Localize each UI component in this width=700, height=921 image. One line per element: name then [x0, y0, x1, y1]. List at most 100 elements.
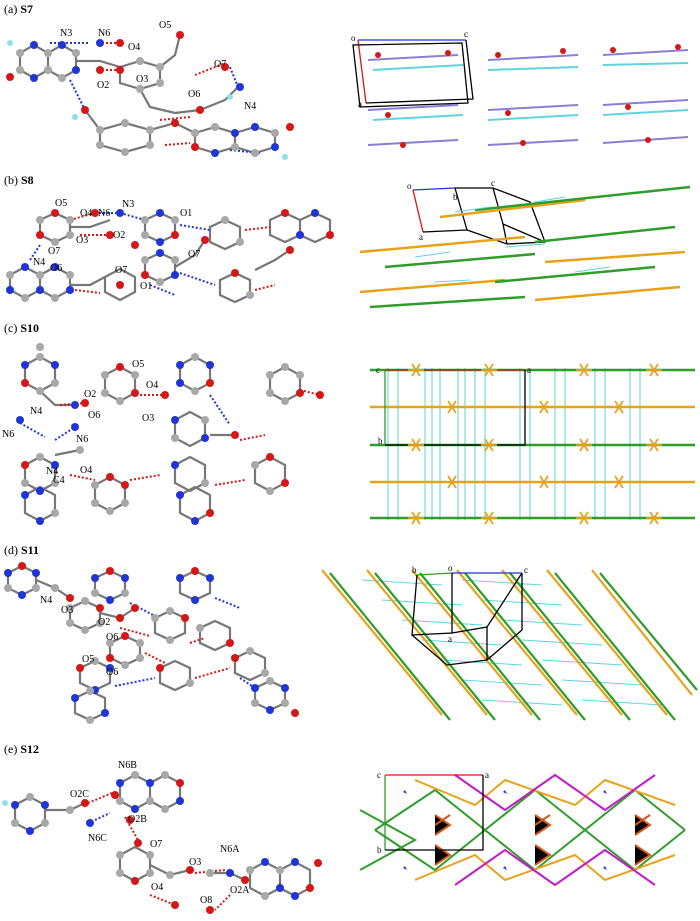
panel-label: (e) S12 — [4, 742, 39, 756]
panel-b: (b) S8 — [0, 170, 700, 320]
atom-label: N6 — [98, 28, 110, 39]
atom-label: O2 — [98, 617, 110, 628]
atom-label: O2C — [70, 789, 89, 800]
panel-c: (c) S10 — [0, 320, 700, 540]
crystal-packing-s7: o c a — [351, 29, 689, 148]
atom-label: O8 — [200, 895, 212, 906]
atom-label: O1 — [180, 208, 192, 219]
atom-label: O3 — [76, 235, 88, 246]
molecule-structure-s11: N4 O3 O2 O6 O5 O6 — [4, 562, 299, 724]
atom-label: O7 — [214, 59, 226, 70]
unit-cell — [412, 187, 546, 245]
atom-label: N6C — [88, 833, 107, 844]
unit-cell — [384, 774, 484, 851]
atom-label: O2A — [230, 885, 250, 896]
cell-axis-label: c — [376, 365, 380, 375]
atom-label: O2 — [113, 230, 125, 241]
cell-axis-label: c — [464, 29, 468, 39]
atom-label: O6 — [106, 632, 118, 643]
atom-label: N4 — [244, 101, 256, 112]
atom-label: O5 — [159, 20, 171, 31]
atom-label: O3 — [142, 413, 154, 424]
atom-label: O7 — [115, 265, 127, 276]
molecule-structure-s7: N3 N6 O5 O4 O2 O3 O6 O7 N4 — [6, 20, 294, 160]
atom-label: N3 — [122, 199, 134, 210]
crystal-packing-s11: b o c a — [321, 563, 698, 721]
panel-name: S8 — [21, 173, 34, 187]
atom-label: O2B — [128, 814, 147, 825]
atom-label: O3 — [61, 605, 73, 616]
cell-axis-label: b — [377, 845, 382, 855]
atom-label: C4 — [53, 475, 65, 486]
atom-label: O3 — [189, 857, 201, 868]
unit-cell — [411, 572, 523, 666]
atom-label: N3 — [60, 28, 72, 39]
molecule-structure-s12: O2C N6B N6C O2B O7 O3 N6A O4 O2A O8 — [2, 760, 322, 914]
cell-axis-label: o — [407, 181, 412, 191]
panel-label: (a) S7 — [4, 2, 33, 16]
atom-label: O3 — [136, 74, 148, 85]
cell-axis-label: b — [378, 436, 383, 446]
atom-label: N6A — [220, 844, 240, 855]
atom-label: O2 — [97, 80, 109, 91]
panel-name: S10 — [20, 321, 40, 335]
atom-label: O4 — [80, 465, 92, 476]
panel-prefix: (d) — [4, 543, 21, 557]
panel-prefix: (e) — [4, 742, 21, 756]
molecule-structure-s10: O5 O2 O4 N4 O6 O3 N6 N6 N4 C4 O4 — [2, 343, 324, 525]
atom-label: N4 — [40, 595, 52, 606]
crystal-packing-s12: c a b — [359, 770, 686, 887]
panel-prefix: (c) — [4, 321, 21, 335]
cell-axis-label: o — [351, 33, 356, 43]
atom-label: N4 — [30, 406, 42, 417]
atom-label: O2 — [84, 389, 96, 400]
panel-label: (b) S8 — [4, 173, 34, 187]
panel-name: S12 — [20, 742, 40, 756]
panel-a: (a) S7 — [0, 0, 700, 170]
atom-label: O4 — [146, 380, 158, 391]
atom-label: O7 — [188, 249, 200, 260]
atom-label: O7 — [48, 246, 60, 257]
atom-label: O6 — [50, 263, 62, 274]
cell-axis-label: b — [412, 565, 417, 575]
cell-axis-label: a — [358, 99, 362, 109]
atom-label: N6 — [76, 434, 88, 445]
atom-label: O4 — [151, 882, 163, 893]
atom-label: O1 — [140, 281, 152, 292]
atom-label: O5 — [55, 198, 67, 209]
cell-axis-label: o — [448, 563, 453, 573]
panel-prefix: (a) — [4, 2, 21, 16]
atom-label: N4 — [33, 257, 45, 268]
panel-d: (d) S11 — [0, 540, 700, 740]
atom-label: O7 — [150, 839, 162, 850]
atom-label: N6 — [98, 208, 110, 219]
cell-axis-label: a — [485, 770, 489, 780]
panel-label: (c) S10 — [4, 321, 39, 335]
atom-label: O5 — [82, 654, 94, 665]
panel-prefix: (b) — [4, 173, 21, 187]
cell-axis-label: c — [524, 565, 528, 575]
atom-label: N6B — [118, 760, 137, 771]
cell-axis-label: c — [491, 178, 495, 188]
crystal-packing-s8: o b c a — [359, 178, 691, 309]
panel-label: (d) S11 — [4, 543, 39, 557]
molecule-structure-s8: O5 O4 N6 N3 O1 O3 O2 O7 O6 N4 O7 O1 O7 — [6, 198, 334, 304]
atom-label: O6 — [188, 89, 200, 100]
atom-label: O4 — [80, 208, 92, 219]
cell-axis-label: a — [448, 634, 452, 644]
atom-label: O6 — [88, 410, 100, 421]
atom-label: N6 — [2, 429, 14, 440]
cell-axis-label: b — [453, 192, 458, 202]
packing-layers — [367, 49, 689, 146]
cell-axis-label: c — [377, 770, 381, 780]
panel-e: (e) S12 — [0, 740, 700, 921]
atom-label: O6 — [106, 667, 118, 678]
crystal-packing-s10: c a b — [370, 363, 695, 525]
atom-label: N4 — [46, 466, 58, 477]
panel-name: S11 — [21, 543, 40, 557]
cell-axis-label: a — [527, 365, 531, 375]
cell-axis-label: a — [419, 232, 423, 242]
unit-cell — [352, 39, 474, 108]
atom-label: O4 — [128, 42, 140, 53]
panel-name: S7 — [20, 2, 34, 16]
